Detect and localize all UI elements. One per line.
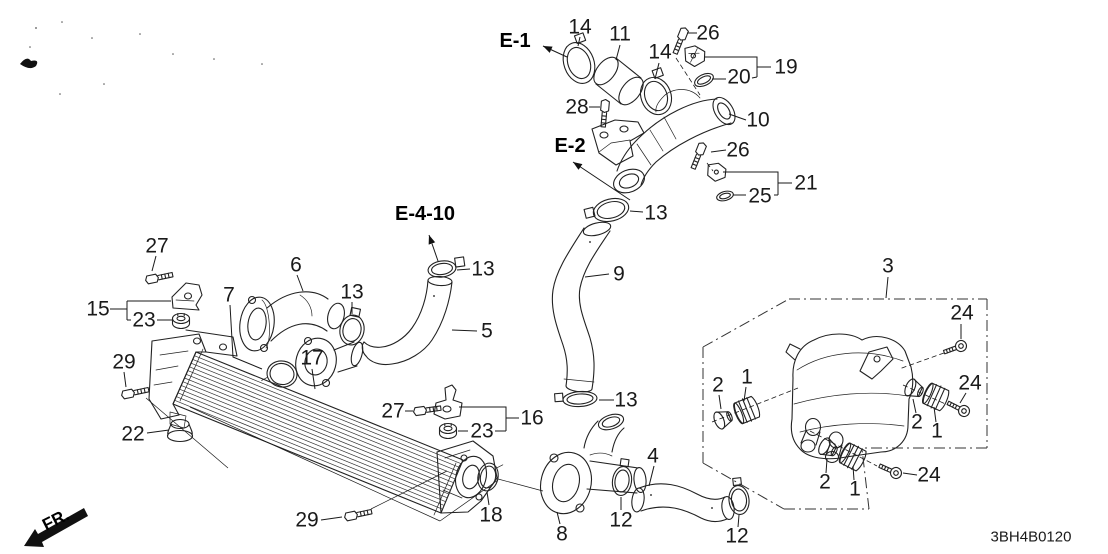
part-bolt-27-left xyxy=(144,270,174,285)
callout-grommet-2-left: 2 xyxy=(712,374,724,397)
callout-clamp-13-elbow: 13 xyxy=(340,281,363,304)
callout-bolt-26-upper: 26 xyxy=(696,22,719,45)
part-elbow-6 xyxy=(239,291,345,353)
callout-hose-9: 9 xyxy=(613,263,625,286)
callout-hose-5: 5 xyxy=(481,320,493,343)
part-bolt-26-upper xyxy=(670,25,690,56)
callout-grommet-22: 22 xyxy=(121,423,144,446)
part-hose-5 xyxy=(361,275,453,366)
part-pipe-10 xyxy=(613,89,736,194)
part-bolt-27-right xyxy=(412,403,442,417)
callout-bushing-1-right: 1 xyxy=(931,420,943,443)
callout-clamp-13-e410: 13 xyxy=(471,258,494,281)
front-label: FR. xyxy=(39,505,72,534)
callout-oring-20: 20 xyxy=(727,66,750,89)
front-direction-arrow xyxy=(24,508,88,547)
callout-bolt-27-left: 27 xyxy=(145,235,168,258)
callout-elbow-6: 6 xyxy=(290,254,302,277)
callout-bolt-24-top: 24 xyxy=(950,302,974,325)
callout-bushing-1-left: 1 xyxy=(741,366,753,389)
part-hose-9 xyxy=(551,221,612,393)
callout-intercooler-17: 17 xyxy=(300,347,323,370)
callout-hose-4: 4 xyxy=(647,445,659,468)
part-gasket-18 xyxy=(477,462,504,492)
part-bolt-26-lower xyxy=(688,140,708,171)
callout-bolt-27-right: 27 xyxy=(381,400,404,423)
callout-bolt-24-right: 24 xyxy=(958,372,982,395)
callout-nut-23-left: 23 xyxy=(132,309,155,332)
callout-resonator-3: 3 xyxy=(882,255,894,278)
part-grommet-22 xyxy=(166,418,194,443)
part-intercooler-inlet xyxy=(295,336,364,388)
callout-oring-25: 25 xyxy=(748,185,771,208)
part-hose-4 xyxy=(631,483,735,523)
leader-lines xyxy=(110,32,967,528)
callout-pipe-10: 10 xyxy=(746,109,769,132)
callout-clamp-14-lower: 14 xyxy=(648,41,672,64)
part-clamp-14-upper xyxy=(562,32,596,84)
section-ref-e4-10: E-4-10 xyxy=(395,203,455,225)
labels: 14 11 14 26 19 20 28 10 26 21 25 13 9 13… xyxy=(39,16,1071,548)
part-clamp-13-elbow xyxy=(339,306,365,346)
part-bracket-16 xyxy=(433,384,463,420)
callout-bolt-26-lower: 26 xyxy=(726,139,749,162)
part-intercooler-17 xyxy=(148,329,498,516)
part-clamp-13-e410 xyxy=(427,256,466,278)
callout-clamp-13-hose9-lower: 13 xyxy=(614,389,637,412)
e4-10-arrow xyxy=(428,234,439,262)
part-gasket-7 xyxy=(261,360,298,388)
part-hose-11 xyxy=(593,56,644,106)
part-grommet-2-left xyxy=(711,406,736,432)
callout-bolt-24-bottom: 24 xyxy=(917,464,941,487)
part-oring-20 xyxy=(694,72,714,88)
callout-sensor-assy-21: 21 xyxy=(794,172,817,195)
callout-bracket-15: 15 xyxy=(86,298,109,321)
callout-joint-8: 8 xyxy=(556,523,568,546)
callout-bolt-29-lower: 29 xyxy=(295,509,318,532)
callout-clamp-14-upper: 14 xyxy=(568,16,592,39)
callout-clamp-12-right: 12 xyxy=(725,525,748,548)
callout-gasket-18: 18 xyxy=(479,504,502,527)
part-bracket-e2 xyxy=(591,119,645,166)
part-clamp-13-hose9-lower xyxy=(554,390,598,408)
callout-clamp-13-pipe10: 13 xyxy=(644,202,667,225)
part-nut-23-left xyxy=(171,312,191,330)
part-bolt-29-lower xyxy=(343,507,373,522)
diagram-code: 3BH4B0120 xyxy=(991,529,1072,546)
part-clamp-13-pipe10 xyxy=(583,197,630,223)
callout-bushing-1-bottom: 1 xyxy=(849,478,861,501)
part-clamp-14-lower xyxy=(639,67,673,116)
callout-bolt-29-upper: 29 xyxy=(112,351,135,374)
part-bushing-1-left xyxy=(730,394,763,427)
callout-clamp-12-left: 12 xyxy=(609,509,632,532)
print-artifact xyxy=(20,21,263,95)
part-clamp-12-left xyxy=(611,458,633,496)
part-bushing-1-right xyxy=(919,380,952,414)
callout-hose-11: 11 xyxy=(609,23,631,46)
part-joint-8 xyxy=(540,413,647,515)
part-bolt-24-bottom xyxy=(876,460,904,481)
part-bolt-29-upper xyxy=(120,385,150,400)
part-clamp-12-right xyxy=(728,477,750,516)
callout-gasket-7: 7 xyxy=(223,284,235,307)
part-nut-23-right xyxy=(438,422,458,440)
part-oring-25 xyxy=(716,190,734,202)
part-bolt-24-right xyxy=(944,397,972,419)
section-ref-e2: E-2 xyxy=(554,135,585,157)
part-bolt-24-top xyxy=(941,338,969,358)
callout-grommet-2-bottom: 2 xyxy=(819,471,831,494)
section-ref-e1: E-1 xyxy=(499,30,530,52)
part-bracket-15 xyxy=(171,282,203,311)
e1-arrow xyxy=(542,45,568,58)
callout-sensor-assy-19: 19 xyxy=(774,56,797,79)
callout-grommet-2-right: 2 xyxy=(911,411,923,434)
part-sensor-19 xyxy=(684,45,706,68)
callout-nut-23-right: 23 xyxy=(470,420,493,443)
e2-arrow xyxy=(572,161,631,201)
callout-bolt-28: 28 xyxy=(565,96,588,119)
callout-bracket-16: 16 xyxy=(520,407,543,430)
resonator-boundary-box xyxy=(702,298,988,510)
part-sensor-21 xyxy=(707,162,727,182)
